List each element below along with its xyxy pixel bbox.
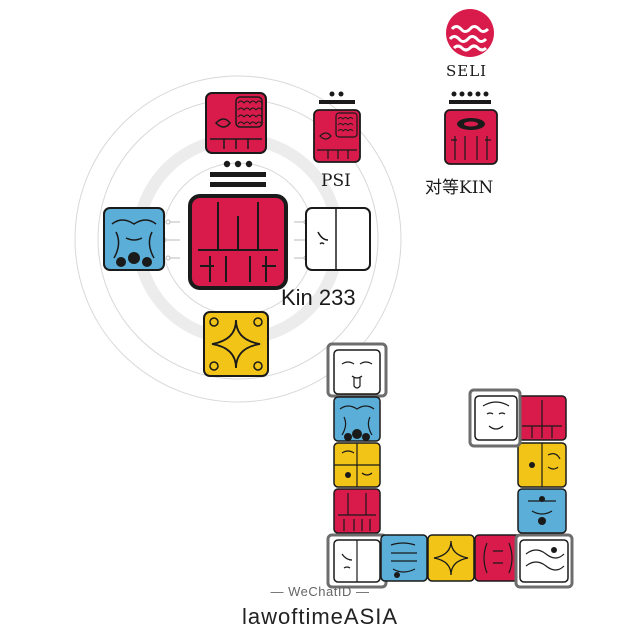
kin-number-label: Kin 233 <box>281 285 356 310</box>
ws-wizard-tile <box>333 539 381 583</box>
ws-wind-tile <box>519 539 569 583</box>
wavespell-bottom-row <box>380 534 522 582</box>
ws-earth-tile <box>517 395 567 441</box>
oracle-tone <box>210 160 266 187</box>
ws-moon-tile <box>474 534 522 582</box>
analog-glyph <box>444 109 498 165</box>
ws-skywalker-tile <box>333 488 381 534</box>
oracle-top-glyph <box>205 92 267 154</box>
oracle-bottom-glyph <box>203 311 269 377</box>
ws-star-tile <box>427 534 475 582</box>
ws-dog-tile <box>333 349 381 395</box>
ws-storm-tile <box>517 488 567 534</box>
seli-label: SELI <box>446 62 488 80</box>
oracle-right-glyph <box>305 207 371 271</box>
ws-white-tile <box>474 395 518 441</box>
ws-sun-tile <box>517 442 567 488</box>
ws-human-tile <box>333 442 381 488</box>
wavespell-left-column <box>326 342 388 589</box>
oracle-center-glyph <box>188 194 288 290</box>
analog-tone <box>449 91 491 104</box>
psi-label: PSI <box>321 171 351 191</box>
oracle-left-glyph <box>103 207 165 271</box>
ws-hand-tile <box>380 534 428 582</box>
ws-monkey-tile <box>333 396 381 442</box>
psi-tone <box>319 91 355 104</box>
wavespell-right-column <box>468 388 574 589</box>
analog-label: 对等KIN <box>425 178 494 198</box>
psi-glyph <box>313 109 361 163</box>
wechat-id-caption: — WeChatID — <box>270 584 370 599</box>
seli-glyph <box>446 9 494 57</box>
wechat-handle: lawoftimeASIA <box>241 604 399 629</box>
